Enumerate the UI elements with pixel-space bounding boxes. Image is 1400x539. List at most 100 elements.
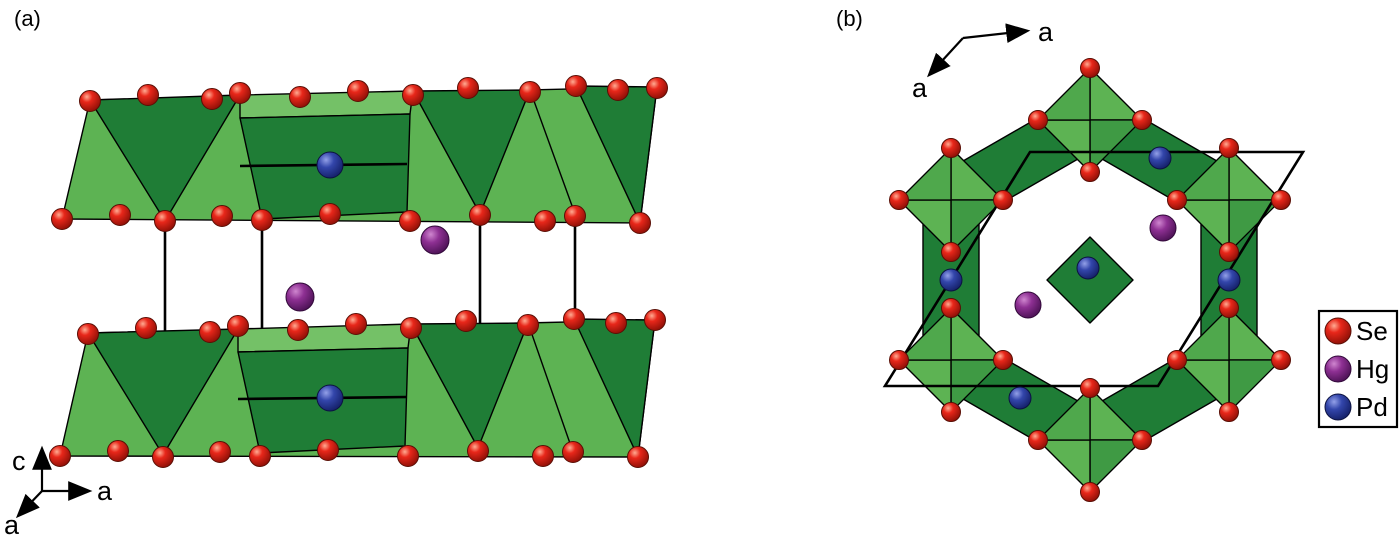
- panel-b: a a: [882, 17, 1306, 502]
- se-atoms-lower-top: [77, 308, 666, 345]
- se-atom: [49, 445, 71, 467]
- se-atoms-upper-bottom: [51, 203, 651, 234]
- se-atom: [251, 209, 273, 231]
- se-atom: [1028, 110, 1048, 130]
- se-atom: [1132, 110, 1152, 130]
- polyhedron-face: [1089, 439, 1143, 493]
- polyhedron-face: [89, 94, 241, 222]
- se-atom: [152, 446, 174, 468]
- se-atom: [562, 441, 584, 463]
- pd-atom: [1076, 256, 1100, 280]
- se-atom: [629, 212, 651, 234]
- se-atom: [211, 205, 233, 227]
- polyhedron-face: [1228, 359, 1282, 413]
- se-atom: [289, 86, 311, 108]
- axis-label-a: a: [97, 476, 113, 506]
- se-atom: [605, 312, 627, 334]
- polyhedron-face: [898, 307, 952, 361]
- pd-atom: [1217, 268, 1241, 292]
- se-atom: [400, 317, 422, 339]
- lower-polyhedra-slab: [59, 318, 656, 458]
- legend-pd-icon: [1324, 393, 1352, 421]
- se-atom: [319, 203, 341, 225]
- se-atom: [519, 81, 541, 103]
- se-atom: [227, 315, 249, 337]
- pd-atom: [1008, 386, 1032, 410]
- upper-polyhedra-slab: [61, 85, 658, 224]
- se-atom: [345, 313, 367, 335]
- se-atom: [627, 446, 649, 468]
- se-atom: [397, 445, 419, 467]
- se-atom: [1167, 190, 1187, 210]
- unit-cell-edges-a: [163, 214, 577, 334]
- se-atom: [644, 309, 666, 331]
- se-atom: [347, 80, 369, 102]
- pd-atom: [939, 268, 963, 292]
- se-atom: [402, 84, 424, 106]
- se-atom: [889, 350, 909, 370]
- axis-label-a-right: a: [1038, 17, 1054, 47]
- legend-pd-label: Pd: [1356, 392, 1388, 422]
- panel-b-label: (b): [836, 6, 863, 31]
- polyhedron-face: [1089, 67, 1143, 121]
- se-atom: [1080, 482, 1100, 502]
- se-atom: [993, 190, 1013, 210]
- se-atom: [1028, 430, 1048, 450]
- hg-atoms-b: [1014, 214, 1177, 319]
- legend-se-icon: [1324, 317, 1352, 345]
- octahedra-ring: [898, 67, 1282, 493]
- pd-atom: [316, 151, 344, 179]
- polyhedron-face: [1046, 236, 1134, 324]
- se-atom: [317, 439, 339, 461]
- axis-label-a2: a: [4, 510, 20, 539]
- se-atom: [249, 445, 271, 467]
- facet-edge: [529, 89, 576, 215]
- polyhedron-face: [1176, 147, 1230, 201]
- se-atom: [1167, 350, 1187, 370]
- pd-atom: [1148, 146, 1172, 170]
- se-atom: [1219, 242, 1239, 262]
- se-atom: [1219, 402, 1239, 422]
- se-atom: [467, 440, 489, 462]
- panel-a: c a a: [4, 75, 668, 539]
- polyhedron-face: [87, 328, 239, 456]
- se-atom: [137, 84, 159, 106]
- axis-indicator-b: a a: [912, 17, 1054, 103]
- se-atom: [135, 317, 157, 339]
- se-atom: [607, 79, 629, 101]
- se-atom: [889, 190, 909, 210]
- se-atom: [563, 308, 585, 330]
- se-atom: [199, 321, 221, 343]
- se-atom: [565, 75, 587, 97]
- polyhedron-face: [1037, 439, 1091, 493]
- se-atom: [532, 445, 554, 467]
- hg-atom: [420, 225, 450, 255]
- unit-cell-outline: [882, 150, 1306, 388]
- panel-a-label: (a): [14, 6, 41, 31]
- se-atom: [455, 310, 477, 332]
- se-atom: [1080, 162, 1100, 182]
- se-atom: [287, 319, 309, 341]
- hg-atom: [1149, 214, 1177, 242]
- se-atom: [209, 441, 231, 463]
- se-atom: [457, 77, 479, 99]
- se-atoms-b: [889, 58, 1291, 502]
- se-atom: [109, 204, 131, 226]
- se-atom: [51, 208, 73, 230]
- axis-label-c: c: [12, 446, 26, 476]
- se-atoms-upper-top: [79, 75, 668, 112]
- facet-edge: [527, 322, 574, 453]
- polyhedron-face: [237, 323, 412, 353]
- se-atom: [201, 88, 223, 110]
- se-atom: [941, 138, 961, 158]
- axis-arrow-a2: [15, 490, 43, 519]
- legend-se-label: Se: [1356, 316, 1388, 346]
- se-atom: [1132, 430, 1152, 450]
- se-atom: [77, 323, 99, 345]
- se-atom: [564, 205, 586, 227]
- polyhedron-face: [1037, 387, 1091, 441]
- se-atom: [993, 350, 1013, 370]
- polyhedron-face: [1228, 147, 1282, 201]
